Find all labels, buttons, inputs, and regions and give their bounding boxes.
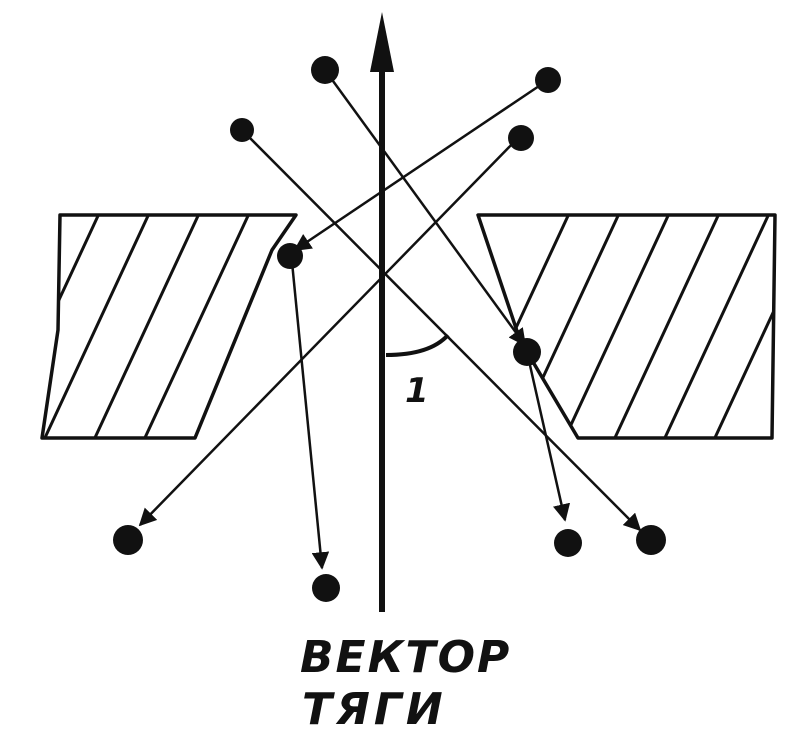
thrust-vector-arrow: [370, 12, 394, 612]
trajectory-b-deflected: [290, 261, 330, 570]
trajectory-b: [293, 80, 546, 252]
caption-line-2: ТЯГИ: [302, 684, 447, 735]
particle-on-left-block: [277, 243, 303, 269]
particle-trajectories: [138, 69, 642, 570]
particle-upper-right: [508, 125, 534, 151]
trajectory-a: [323, 69, 527, 347]
angle-arc: [385, 333, 450, 357]
caption-line-1: ВЕКТОР: [300, 632, 511, 683]
left-hatched-block: [40, 213, 298, 440]
right-hatched-block: [476, 213, 777, 440]
particle-top-right: [535, 67, 561, 93]
particles: [113, 56, 666, 602]
trajectory-c: [241, 129, 642, 532]
particle-bottom-left: [113, 525, 143, 555]
particle-top-center: [311, 56, 339, 84]
angle-label: 1: [405, 371, 429, 411]
particle-bottom-mid-right: [554, 529, 582, 557]
particle-upper-left: [230, 118, 254, 142]
trajectory-d: [138, 137, 519, 527]
particle-bottom-right: [636, 525, 666, 555]
particle-bottom-mid-left: [312, 574, 340, 602]
particle-on-right-block: [513, 338, 541, 366]
